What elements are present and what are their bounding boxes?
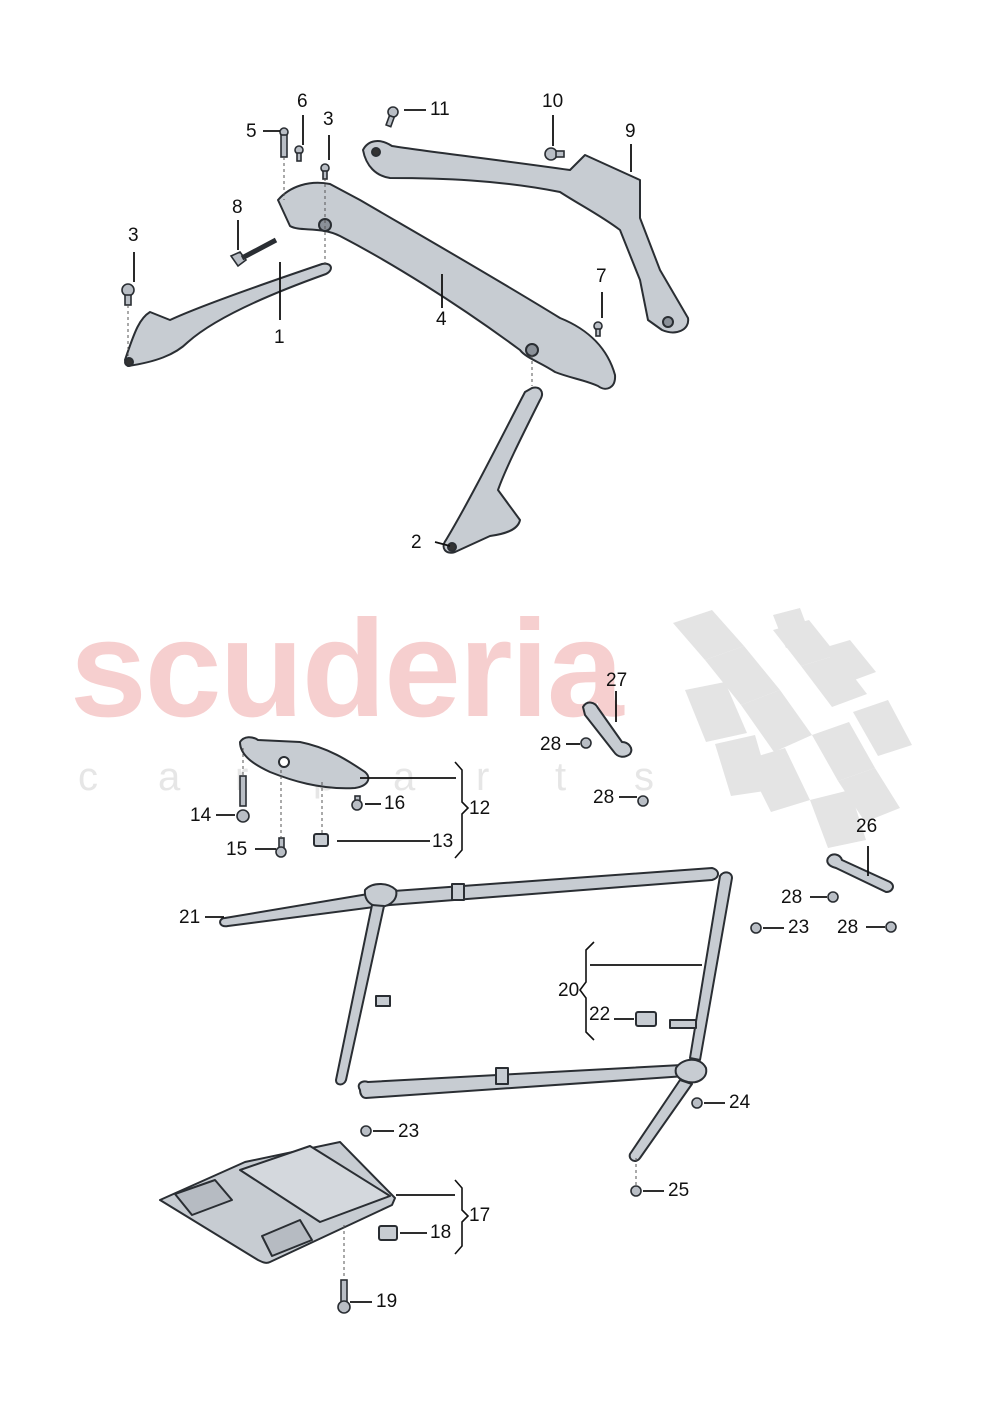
callout-8: 8 [232,197,243,218]
callout-10: 10 [542,91,564,112]
watermark-letter: s [634,755,654,799]
part-20-left-bar [335,904,385,1086]
checkered-flag-icon [673,608,912,848]
part-28-bolt [580,737,592,749]
part-28-bolt [827,891,839,903]
callout-23: 23 [398,1121,420,1142]
part-26-bar [826,853,894,893]
callout-12: 12 [469,798,491,819]
callout-21: 21 [179,907,201,928]
part-20-lower-bar [357,1064,687,1099]
part-23-bolt [360,1125,372,1137]
callout-22: 22 [589,1004,611,1025]
part-9-crossmember [362,140,690,334]
part-4-beam [277,181,617,390]
callout-5: 5 [246,121,257,142]
part-12-plate [239,736,370,790]
callout-15: 15 [226,839,248,860]
brace-20 [579,941,595,1041]
callout-27: 27 [606,670,628,691]
callout-3: 3 [323,109,334,130]
watermark-brand: scuderia [70,592,624,746]
part-11-bolt [385,106,399,128]
part-15-bolt [275,837,287,858]
brace-markers [454,761,595,1255]
watermark-letter: r [476,755,490,799]
part-18-clip [378,1225,398,1241]
callout-4: 4 [436,309,447,330]
callout-24: 24 [729,1092,751,1113]
callout-14: 14 [190,805,212,826]
part-14-bolt [236,775,250,823]
part-23-bolt [750,922,762,934]
callout-13: 13 [432,831,454,852]
callout-3: 3 [128,225,139,246]
brace-12 [454,761,470,859]
watermark-letter: a [393,755,416,799]
callout-28: 28 [540,734,562,755]
callout-25: 25 [668,1180,690,1201]
part-6-bolt [294,145,304,162]
part-27-bar [582,701,633,758]
callout-28: 28 [781,887,803,908]
part-20-hub-upper [363,883,398,908]
watermark-letter: c [78,755,98,799]
part-20-right-bar [689,871,733,1061]
leader-lines [133,109,885,1303]
callout-11: 11 [430,99,450,120]
part-2-strut [442,386,543,554]
callout-26: 26 [856,816,878,837]
part-28-bolt [637,795,649,807]
brace-17 [454,1179,470,1255]
part-21-bar [219,867,719,928]
part-13-nut [313,833,329,847]
part-3-bolt [320,163,330,180]
callout-16: 16 [384,793,406,814]
watermark-letter: a [158,755,181,799]
part-22-clip [635,1011,657,1027]
part-1-strut [124,262,332,367]
part-20-hub-lower [674,1058,708,1084]
part-16-bolt [351,795,363,811]
callout-19: 19 [376,1291,398,1312]
callout-23: 23 [788,917,810,938]
part-28-bolt [885,921,897,933]
callout-18: 18 [430,1222,452,1243]
callout-28: 28 [837,917,859,938]
callout-2: 2 [411,532,422,553]
callout-7: 7 [596,266,607,287]
callout-9: 9 [625,121,636,142]
callout-28: 28 [593,787,615,808]
part-8-bolt [229,237,278,268]
part-25-bolt [630,1185,642,1197]
callout-17: 17 [469,1205,491,1226]
callout-6: 6 [297,91,308,112]
part-19-bolt [337,1279,351,1314]
part-20-diagonal [628,1079,693,1162]
part-3-bolt [121,283,135,306]
part-5-bolt [279,127,289,158]
callout-1: 1 [274,327,285,348]
watermark-letter: t [555,755,567,799]
part-24-bolt [691,1097,703,1109]
part-7-bolt [593,321,603,337]
callout-20: 20 [558,980,580,1001]
part-10-bolt [544,147,565,161]
